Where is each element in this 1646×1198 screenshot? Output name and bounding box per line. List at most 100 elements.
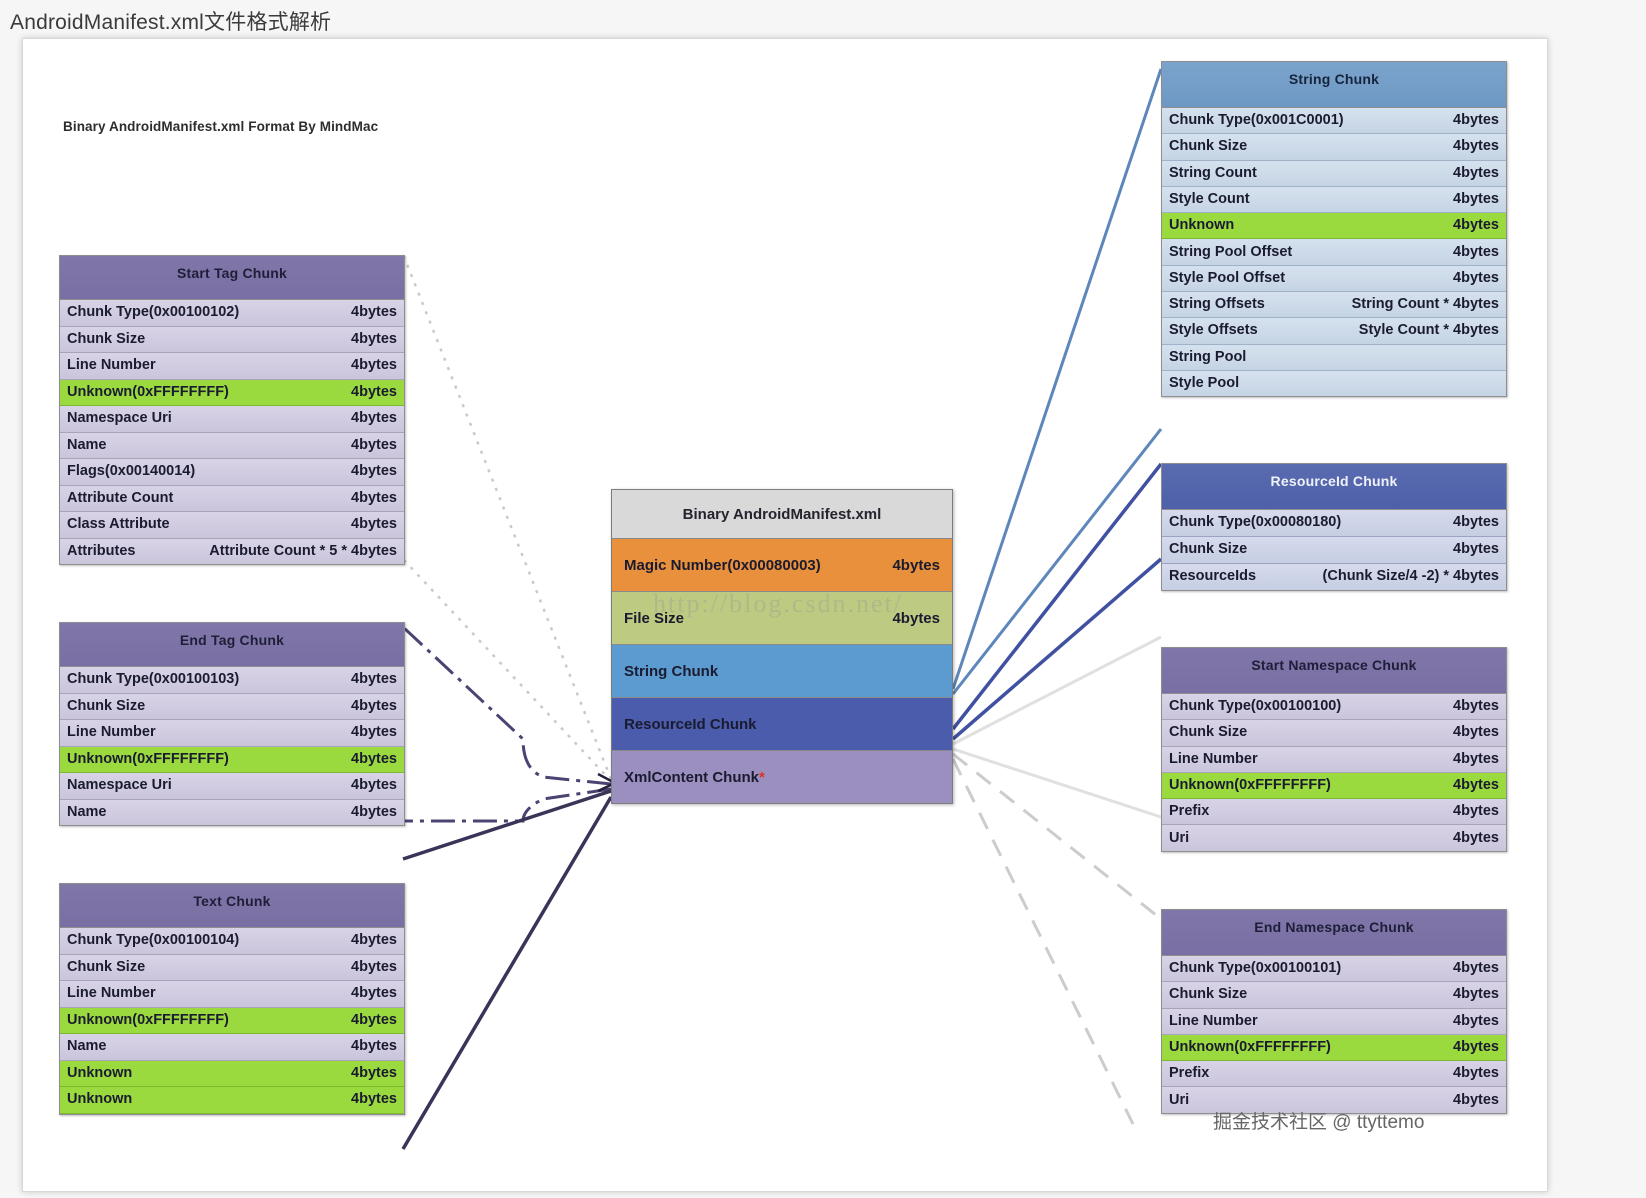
table-row[interactable]: Unknown(0xFFFFFFFF)4bytes <box>1162 772 1506 800</box>
row-label: Name <box>67 803 107 820</box>
row-label: Namespace Uri <box>67 777 172 794</box>
table-row[interactable]: Prefix 4bytes <box>1162 1061 1506 1088</box>
row-label: Style Count <box>1169 190 1250 207</box>
stack-row-value: 4bytes <box>892 556 940 574</box>
table-row[interactable]: Name 4bytes <box>60 799 404 825</box>
row-value: 4bytes <box>1453 1091 1499 1108</box>
row-value: 4bytes <box>351 330 397 347</box>
stack-row-5[interactable]: XmlContent Chunk* <box>612 751 952 803</box>
stack-row-value: 4bytes <box>892 609 940 627</box>
table-row[interactable]: Uri 4bytes <box>1162 1087 1506 1113</box>
row-value: 4bytes <box>1453 960 1499 977</box>
stack-row-label: XmlContent Chunk* <box>624 768 765 786</box>
row-value: 4bytes <box>351 516 397 533</box>
row-label: Name <box>67 436 107 453</box>
row-value: 4bytes <box>351 803 397 820</box>
row-label: String Count <box>1169 164 1257 181</box>
stack-row-label: String Chunk <box>624 662 719 680</box>
row-label: Prefix <box>1169 1065 1210 1082</box>
row-label: Chunk Size <box>67 958 146 975</box>
row-label: Chunk Size <box>1169 724 1248 741</box>
table-row[interactable]: Style Pool <box>1162 370 1506 397</box>
row-value: 4bytes <box>1453 1065 1499 1082</box>
table-row[interactable]: Unknown(0xFFFFFFFF)4bytes <box>60 1007 404 1034</box>
table-row[interactable]: Chunk Type(0x00100103)4bytes <box>60 667 404 694</box>
row-value: 4bytes <box>351 304 397 321</box>
table-row[interactable]: Unknown(0xFFFFFFFF)4bytes <box>1162 1034 1506 1062</box>
row-value: 4bytes <box>1453 541 1499 558</box>
stack-row-1[interactable]: Magic Number(0x00080003)4bytes <box>612 539 952 592</box>
table-row[interactable]: Chunk Type(0x00100104)4bytes <box>60 928 404 955</box>
row-value: 4bytes <box>351 1011 397 1028</box>
table-row[interactable]: Chunk Type(0x00100102)4bytes <box>60 300 404 327</box>
row-value: 4bytes <box>351 985 397 1002</box>
table-row[interactable]: Unknown(0xFFFFFFFF)4bytes <box>60 746 404 773</box>
table-row[interactable]: Class Attribute 4bytes <box>60 512 404 539</box>
table-row[interactable]: ResourceIds(Chunk Size/4 -2) * 4bytes <box>1162 564 1506 590</box>
row-label: Line Number <box>67 357 156 374</box>
row-label: Uri <box>1169 829 1190 846</box>
row-value: 4bytes <box>1453 776 1499 793</box>
table-row[interactable]: Chunk Type(0x00100101)4bytes <box>1162 956 1506 983</box>
row-value: 4bytes <box>351 1091 397 1108</box>
row-label: Attribute Count <box>67 489 174 506</box>
stack-row-2[interactable]: File Size 4bytes <box>612 592 952 645</box>
row-value: Style Count * 4bytes <box>1358 322 1499 339</box>
table-row[interactable]: Chunk Type(0x00100100) 4bytes <box>1162 694 1506 721</box>
table-row[interactable]: Unknown(0xFFFFFFFF)4bytes <box>60 379 404 406</box>
table-row[interactable]: String Pool <box>1162 344 1506 371</box>
row-label: String Offsets <box>1169 296 1265 313</box>
row-value: 4bytes <box>1453 243 1499 260</box>
row-value: 4bytes <box>1453 698 1499 715</box>
row-value: 4bytes <box>351 932 397 949</box>
table-row[interactable]: Flags(0x00140014)4bytes <box>60 459 404 486</box>
row-value: 4bytes <box>351 724 397 741</box>
stack-row-label: File Size <box>624 609 685 627</box>
row-value: 4bytes <box>351 410 397 427</box>
row-value: 4bytes <box>351 1038 397 1055</box>
end-tag-chunk-title: End Tag Chunk <box>60 623 404 667</box>
stack-row-4[interactable]: ResourceId Chunk <box>612 698 952 751</box>
table-row[interactable]: Chunk Type(0x00080180)4bytes <box>1162 510 1506 537</box>
stack-row-3[interactable]: String Chunk <box>612 645 952 698</box>
table-row[interactable]: Chunk Type(0x001C0001)4bytes <box>1162 108 1506 135</box>
row-value: 4bytes <box>1453 1012 1499 1029</box>
start-tag-chunk-title: Start Tag Chunk <box>60 256 404 300</box>
row-label: Class Attribute <box>67 516 170 533</box>
diagram-caption: Binary AndroidManifest.xml Format By Min… <box>63 119 379 134</box>
row-label: Chunk Type(0x00100100) <box>1169 698 1342 715</box>
row-label: Uri <box>1169 1091 1190 1108</box>
